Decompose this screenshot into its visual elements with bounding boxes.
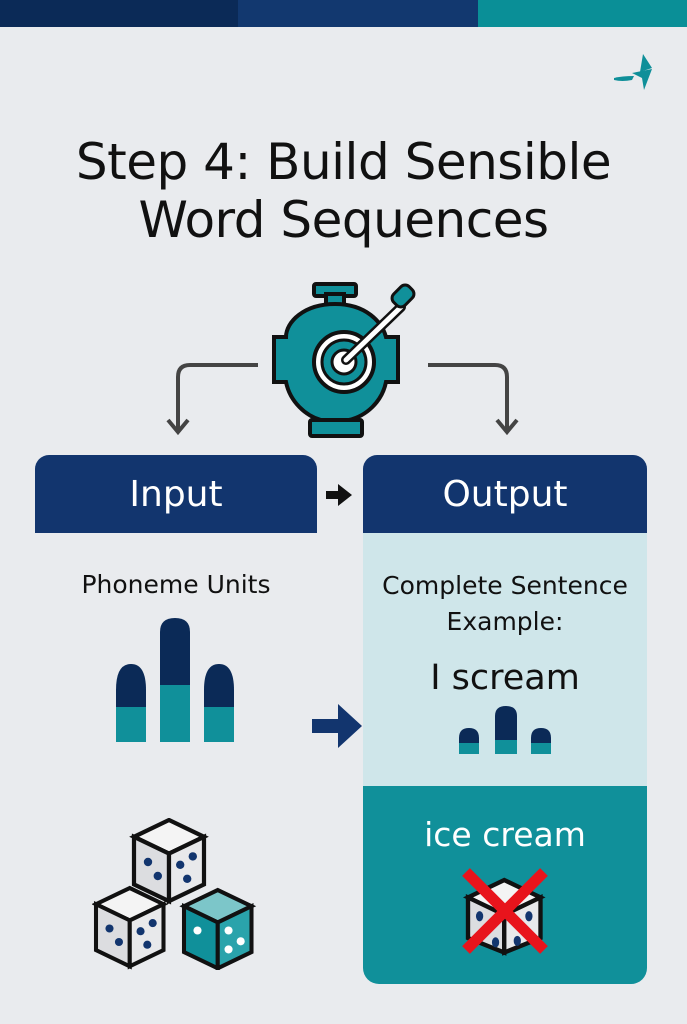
- dice-icon: [92, 818, 257, 970]
- arrow-right-icon: [326, 484, 352, 506]
- phoneme-bar-icon: [116, 618, 234, 742]
- bird-logo-icon: [614, 54, 652, 90]
- output-label-line-2: Example:: [446, 607, 564, 636]
- page-title: Step 4: Build Sensible Word Sequences: [0, 133, 687, 249]
- output-label-line-1: Complete Sentence: [382, 571, 628, 600]
- machine-dial-icon: [272, 282, 416, 438]
- crossed-dice-icon: [462, 868, 548, 956]
- arrow-right-down-icon: [428, 363, 509, 430]
- input-header: Input: [35, 455, 317, 533]
- title-line-2: Word Sequences: [138, 191, 549, 249]
- output-label: Complete Sentence Example:: [363, 568, 647, 640]
- output-header-label: Output: [442, 473, 568, 515]
- arrow-left-down-icon: [176, 363, 258, 430]
- correct-sentence: I scream: [430, 658, 580, 698]
- input-header-label: Input: [129, 473, 223, 515]
- flow-arrows: [166, 363, 519, 436]
- wrong-sentence: ice cream: [424, 815, 586, 854]
- arrow-right-large-icon: [312, 704, 362, 748]
- top-color-bar: [0, 0, 687, 27]
- small-bar-icon: [459, 706, 551, 754]
- input-label: Phoneme Units: [81, 570, 271, 599]
- output-header: Output: [363, 455, 647, 533]
- title-line-1: Step 4: Build Sensible: [75, 133, 612, 191]
- red-x-icon: [462, 868, 548, 954]
